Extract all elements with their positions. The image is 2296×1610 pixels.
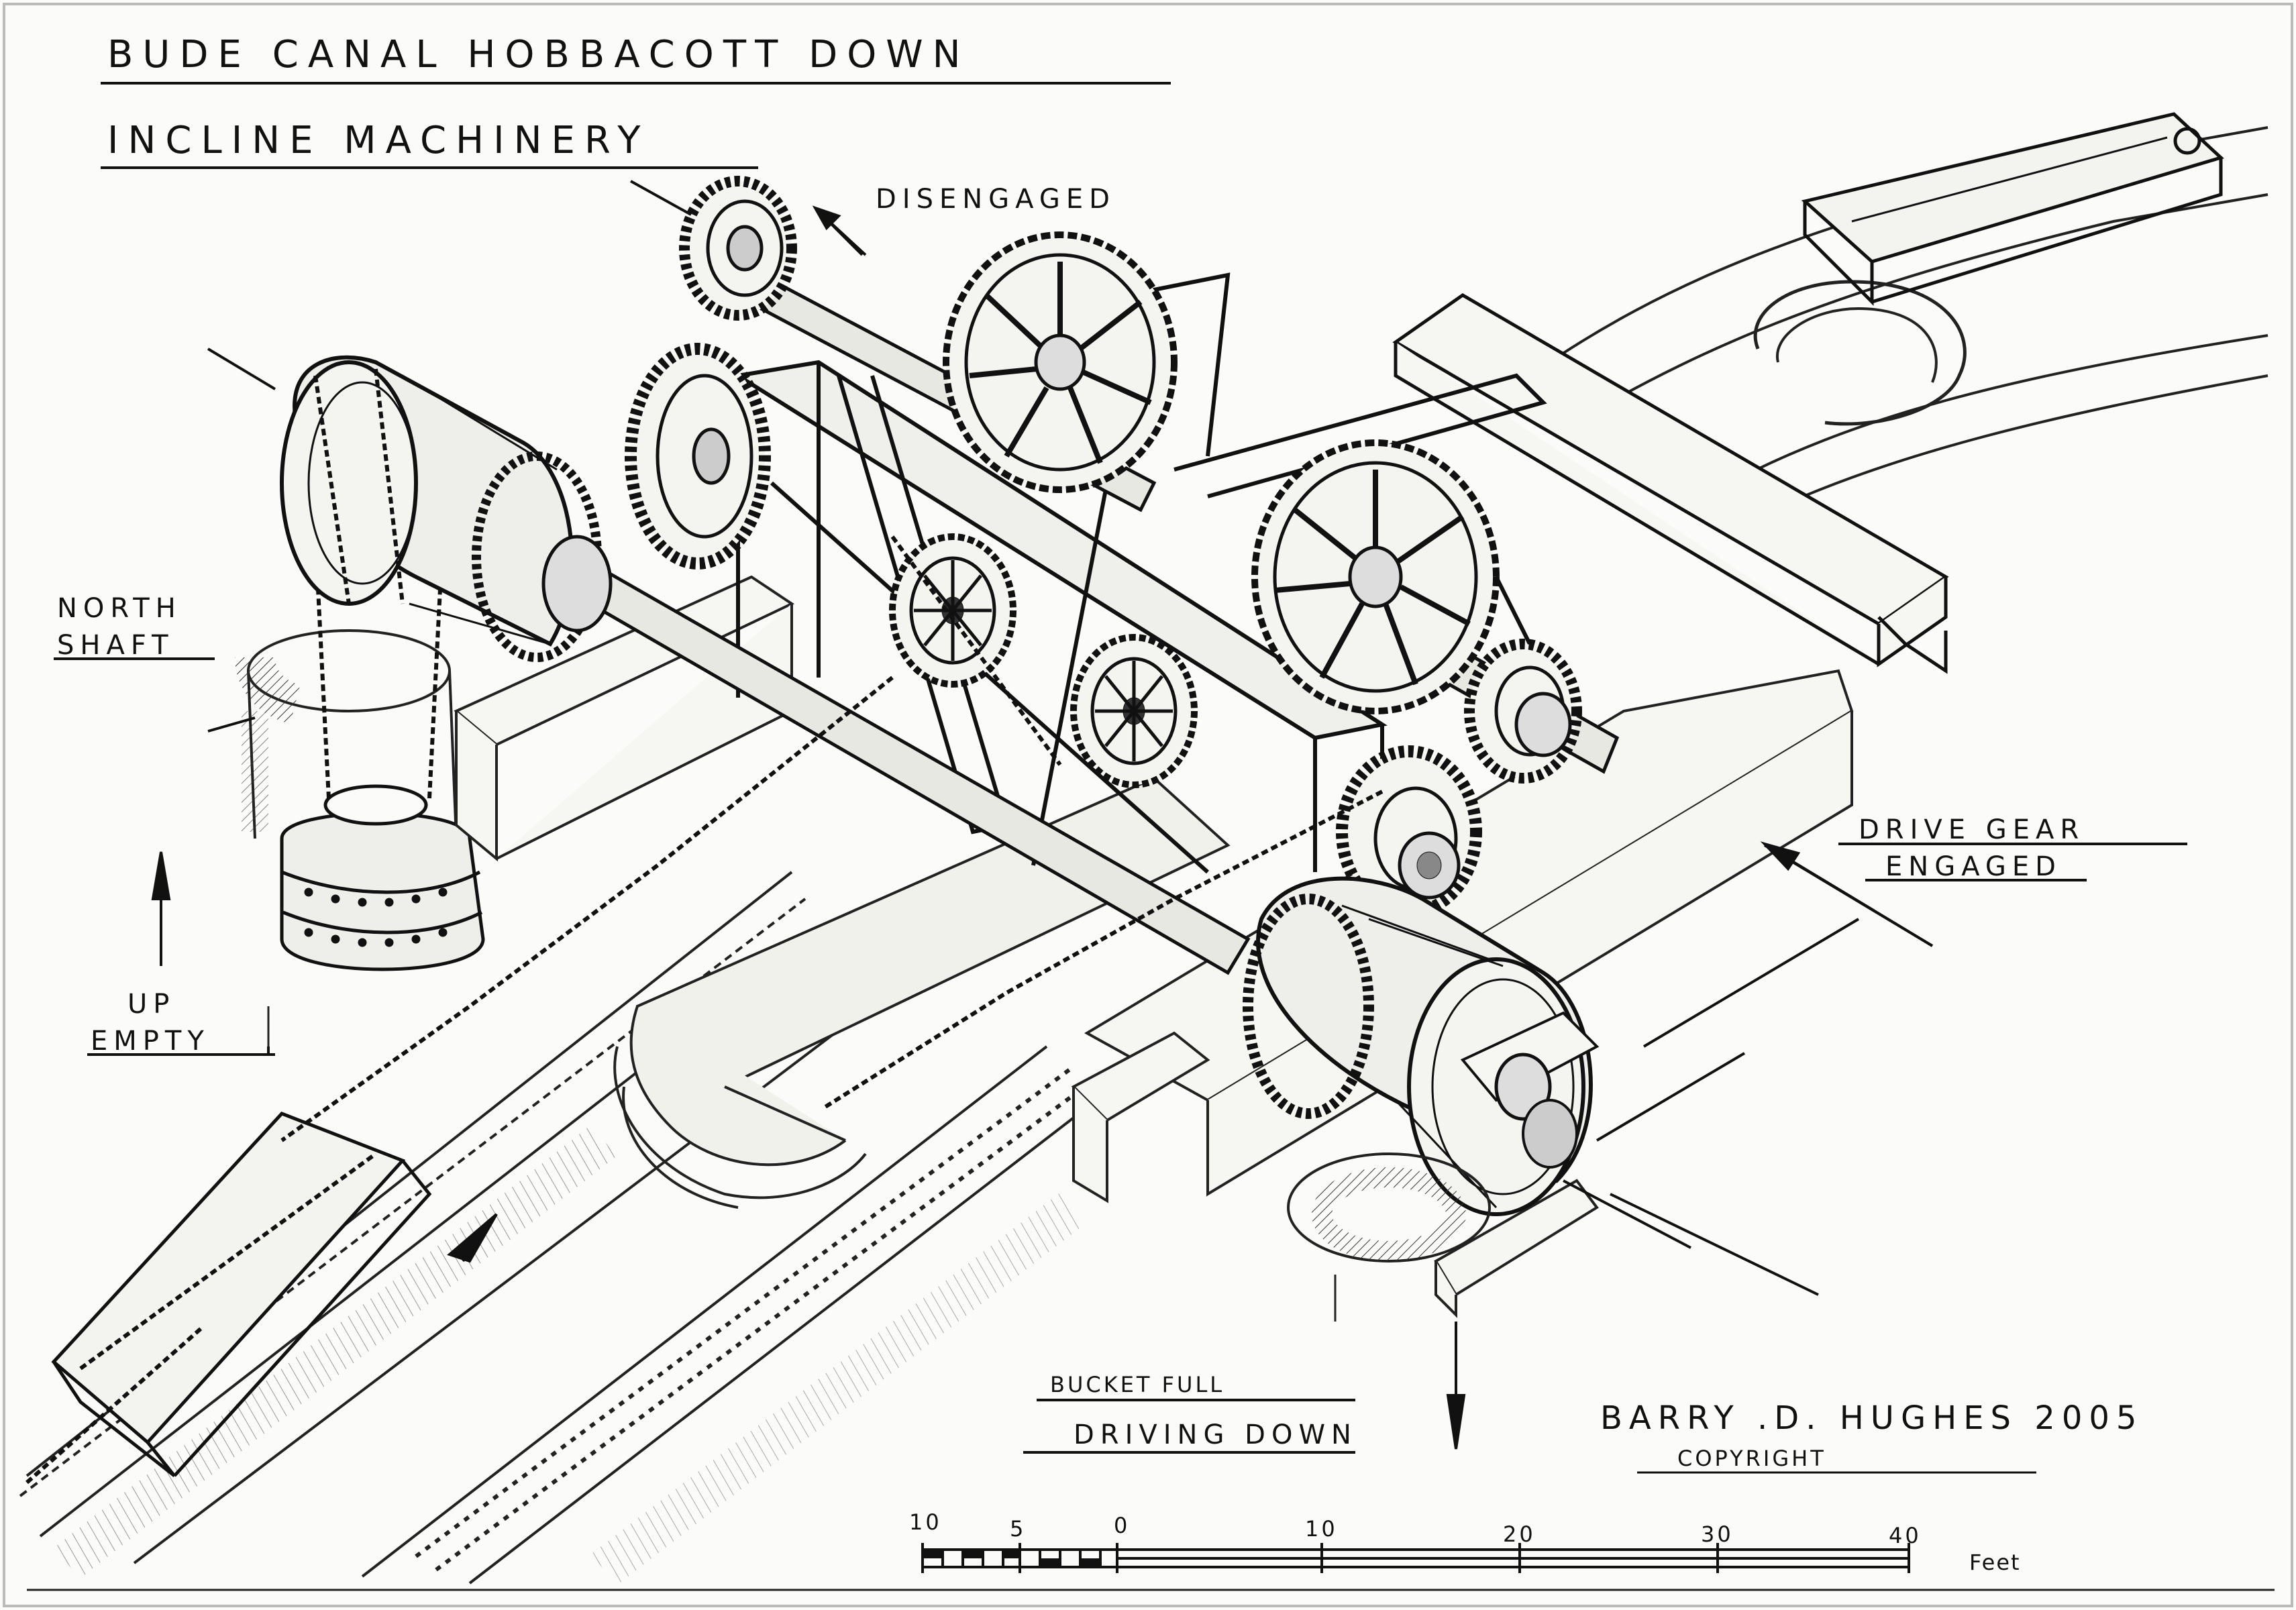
svg-text:DRIVE GEAR: DRIVE GEAR [1859, 814, 2085, 845]
scale-tick-label: 5 [1010, 1516, 1026, 1542]
scale-tick-label: 30 [1701, 1521, 1734, 1547]
right-pinion-gear [1464, 639, 1582, 784]
scale-tick-label: 40 [1889, 1523, 1922, 1548]
title-line-2: INCLINE MACHINERY [107, 119, 649, 162]
credit-block: BARRY .D. HUGHES 2005 COPYRIGHT [1600, 1399, 2143, 1474]
svg-text:SHAFT: SHAFT [57, 630, 174, 661]
scale-tick-label: 10 [909, 1509, 942, 1535]
svg-text:NORTH: NORTH [57, 593, 182, 624]
scale-bar: 10 5 0 10 20 30 40 Feet [909, 1509, 2021, 1575]
south-shaft [1287, 1152, 1491, 1322]
north-shaft [235, 629, 458, 1046]
copyright: COPYRIGHT [1677, 1446, 1826, 1471]
large-spoked-wheel-right [1251, 439, 1500, 714]
disengaged-arrow [812, 205, 867, 256]
label-drive-gear-engaged: DRIVE GEAR ENGAGED [1838, 814, 2187, 882]
svg-text:DRIVING DOWN: DRIVING DOWN [1074, 1419, 1357, 1450]
svg-text:ENGAGED: ENGAGED [1885, 851, 2062, 882]
title-block: BUDE CANAL HOBBACOTT DOWN INCLINE MACHIN… [101, 33, 1171, 169]
scale-tick-label: 10 [1305, 1516, 1338, 1542]
author: BARRY .D. HUGHES 2005 [1600, 1399, 2143, 1437]
scale-tick-label: 20 [1503, 1521, 1536, 1547]
title-line-1: BUDE CANAL HOBBACOTT DOWN [107, 33, 970, 76]
large-spoked-wheel-top [943, 231, 1178, 493]
right-drum [1243, 876, 1600, 1216]
bucket [280, 536, 485, 971]
scale-unit: Feet [1969, 1550, 2021, 1575]
direction-arrows [151, 205, 1934, 1450]
small-spoked-wheel-2 [1070, 634, 1198, 788]
scale-tick-label: 0 [1114, 1513, 1130, 1538]
drive-gear-arrow [1760, 841, 1934, 947]
label-bucket-full: BUCKET FULL DRIVING DOWN [1023, 1372, 1357, 1454]
label-north-shaft: NORTH SHAFT [54, 593, 215, 661]
label-up-empty: UP EMPTY [87, 989, 275, 1057]
svg-text:BUCKET FULL: BUCKET FULL [1050, 1372, 1224, 1397]
label-disengaged: DISENGAGED [876, 184, 1116, 215]
incline-up-arrow [447, 1213, 498, 1263]
crossbeam [1392, 293, 1949, 674]
left-drive-gear [625, 343, 771, 570]
tub-boat-upper [1801, 112, 2224, 307]
svg-text:UP: UP [127, 989, 175, 1020]
svg-text:EMPTY: EMPTY [91, 1026, 210, 1057]
disengaged-pinion-gear [679, 176, 797, 321]
chains [280, 535, 1384, 1142]
left-drum [280, 355, 613, 662]
down-arrow [1446, 1322, 1466, 1450]
small-spoked-wheel-1 [889, 533, 1016, 688]
tub-boat-incline [25, 1112, 432, 1485]
up-arrow [151, 851, 171, 966]
